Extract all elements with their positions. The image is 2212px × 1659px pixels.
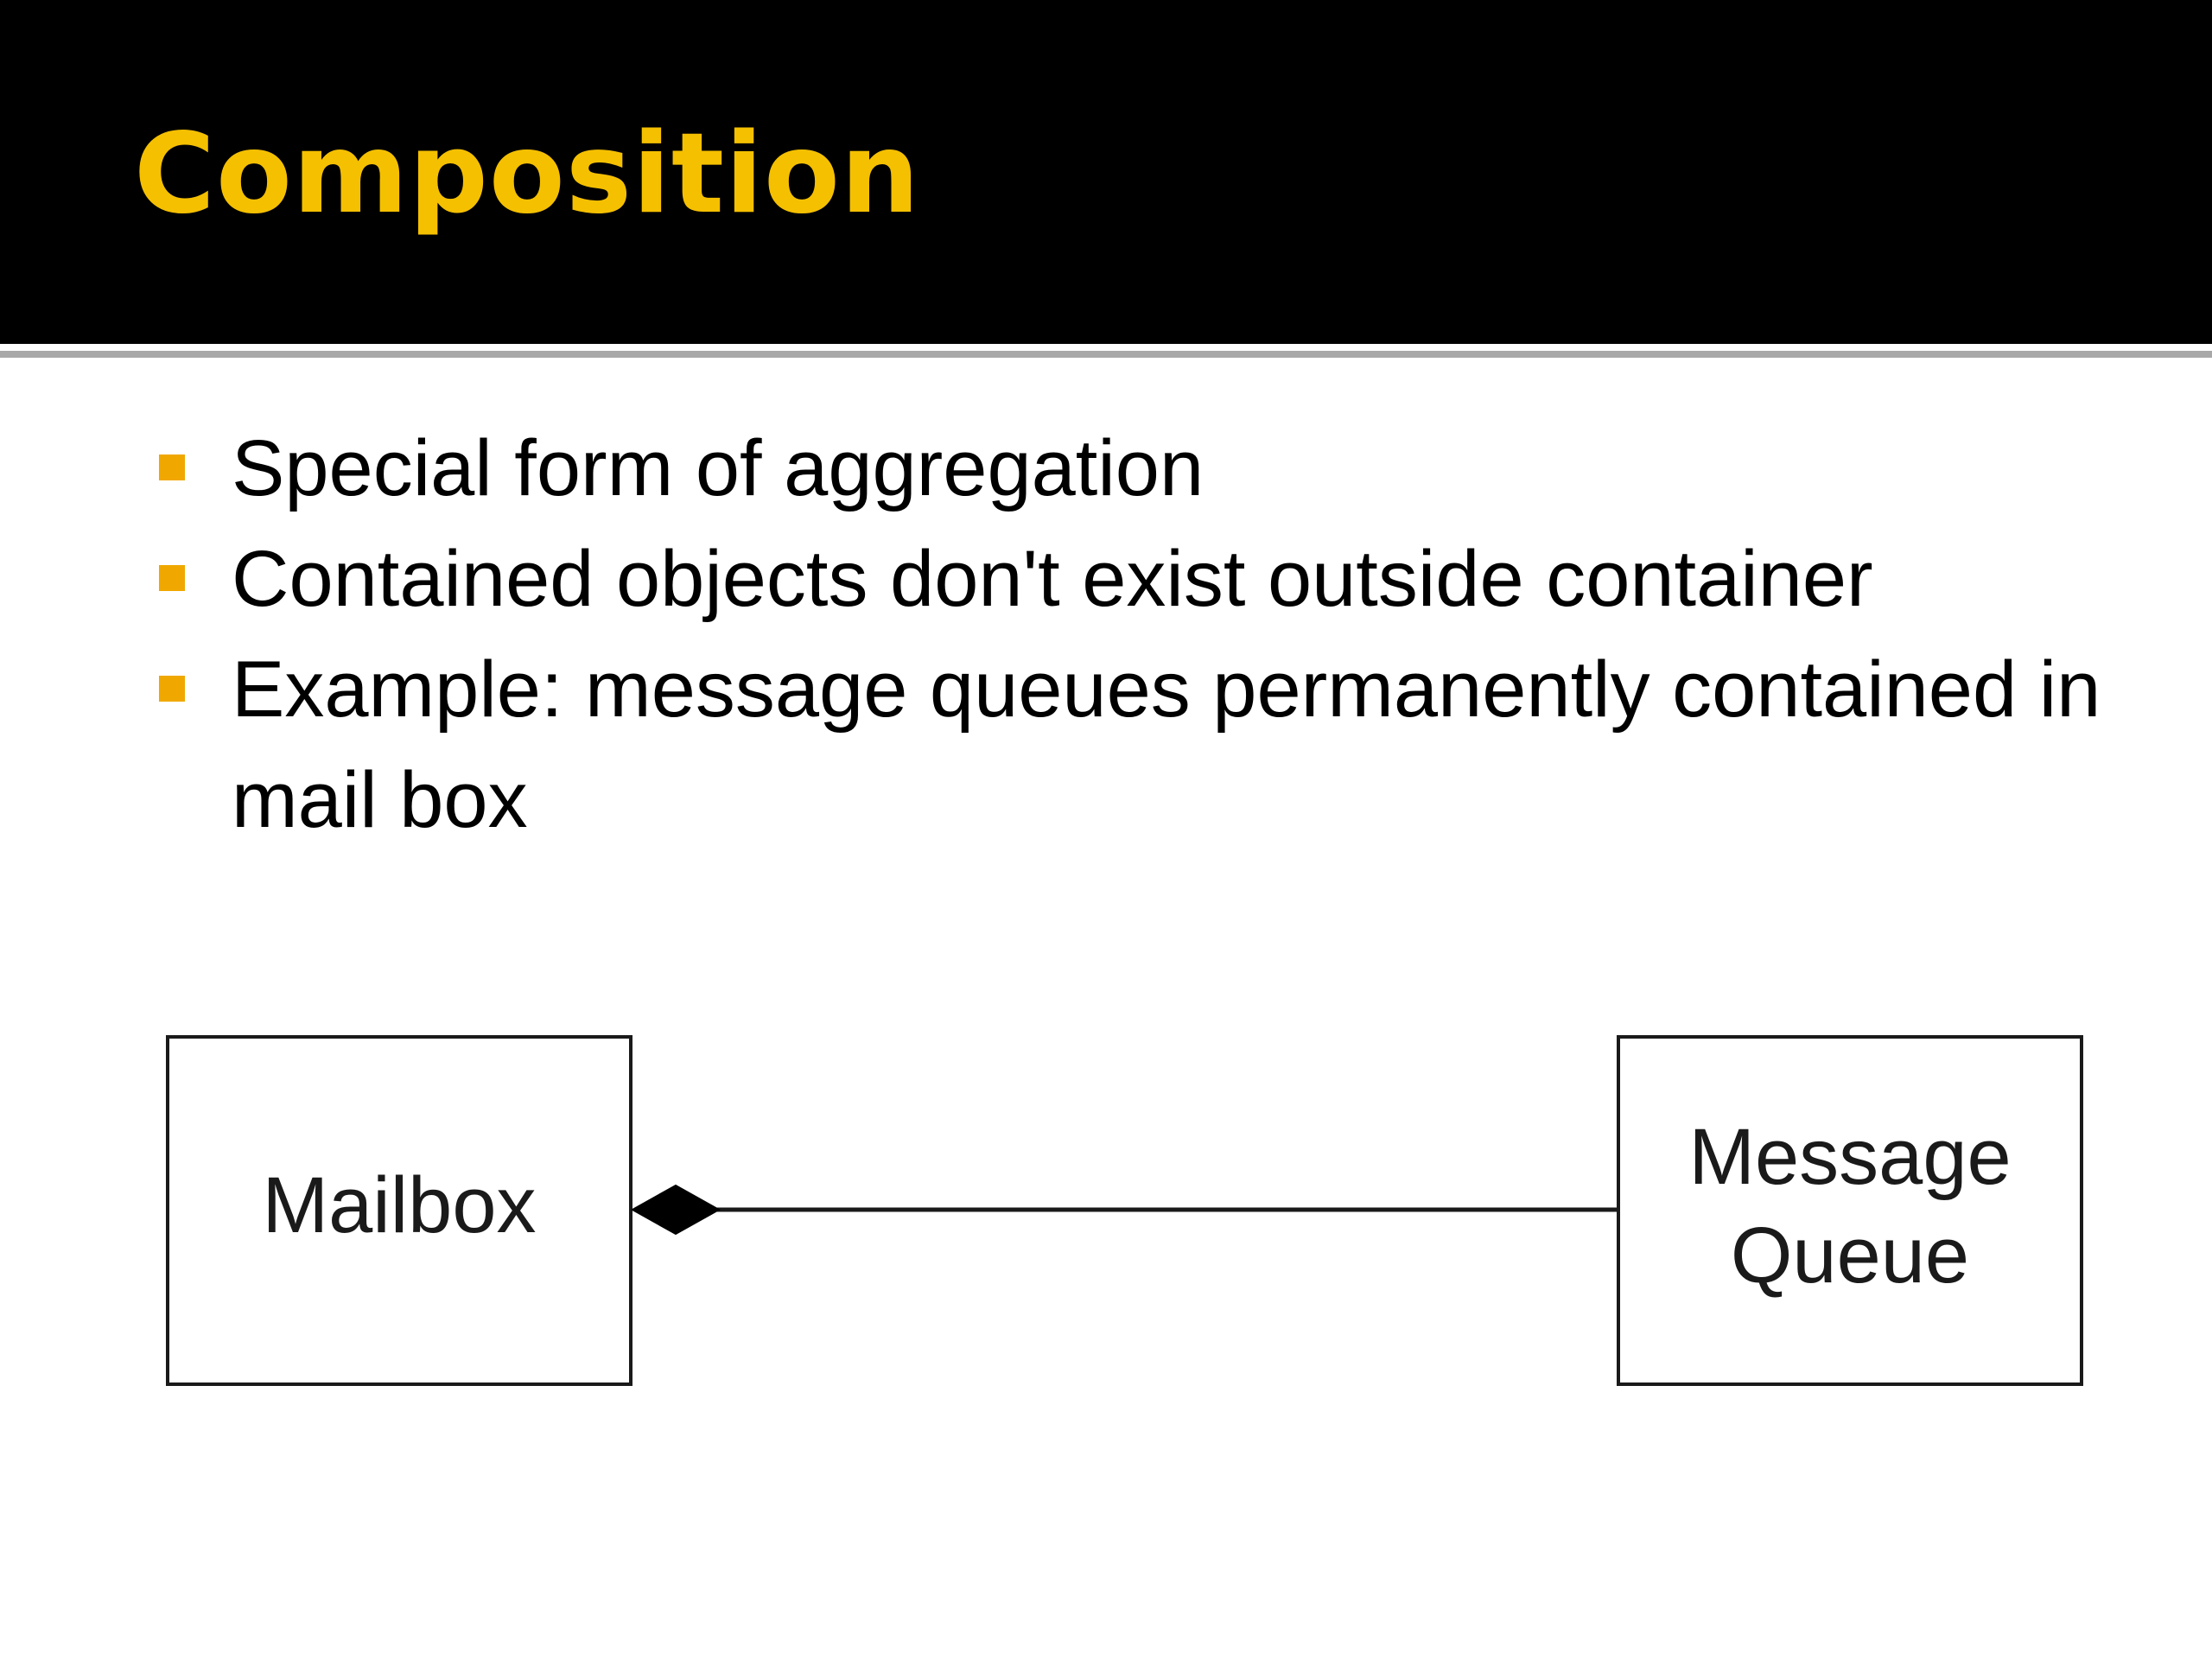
class-name-message-queue-line1: Message (1688, 1113, 2011, 1201)
square-bullet-icon (159, 454, 185, 480)
class-name-message-queue-line2: Queue (1731, 1211, 1969, 1300)
filled-diamond-icon (630, 1184, 721, 1236)
bullet-text: Special form of aggregation (232, 424, 1205, 512)
bullet-item: Contained objects don't exist outside co… (156, 524, 2108, 634)
class-box-mailbox: Mailbox (166, 1035, 632, 1386)
bullet-text: Contained objects don't exist outside co… (232, 535, 1873, 623)
title-divider (0, 351, 2212, 358)
class-box-message-queue: Message Queue (1617, 1035, 2083, 1386)
bullet-item: Example: message queues permanently cont… (156, 634, 2108, 855)
bullet-list: Special form of aggregation Contained ob… (156, 413, 2108, 855)
title-bar (0, 0, 2212, 344)
class-box-outline (166, 1035, 632, 1386)
class-name-mailbox: Mailbox (262, 1161, 536, 1249)
bullet-item: Special form of aggregation (156, 413, 2108, 524)
slide-title: Composition (134, 110, 920, 238)
square-bullet-icon (159, 676, 185, 702)
class-box-outline (1617, 1035, 2083, 1386)
square-bullet-icon (159, 565, 185, 591)
bullet-text: Example: message queues permanently cont… (232, 645, 2101, 844)
